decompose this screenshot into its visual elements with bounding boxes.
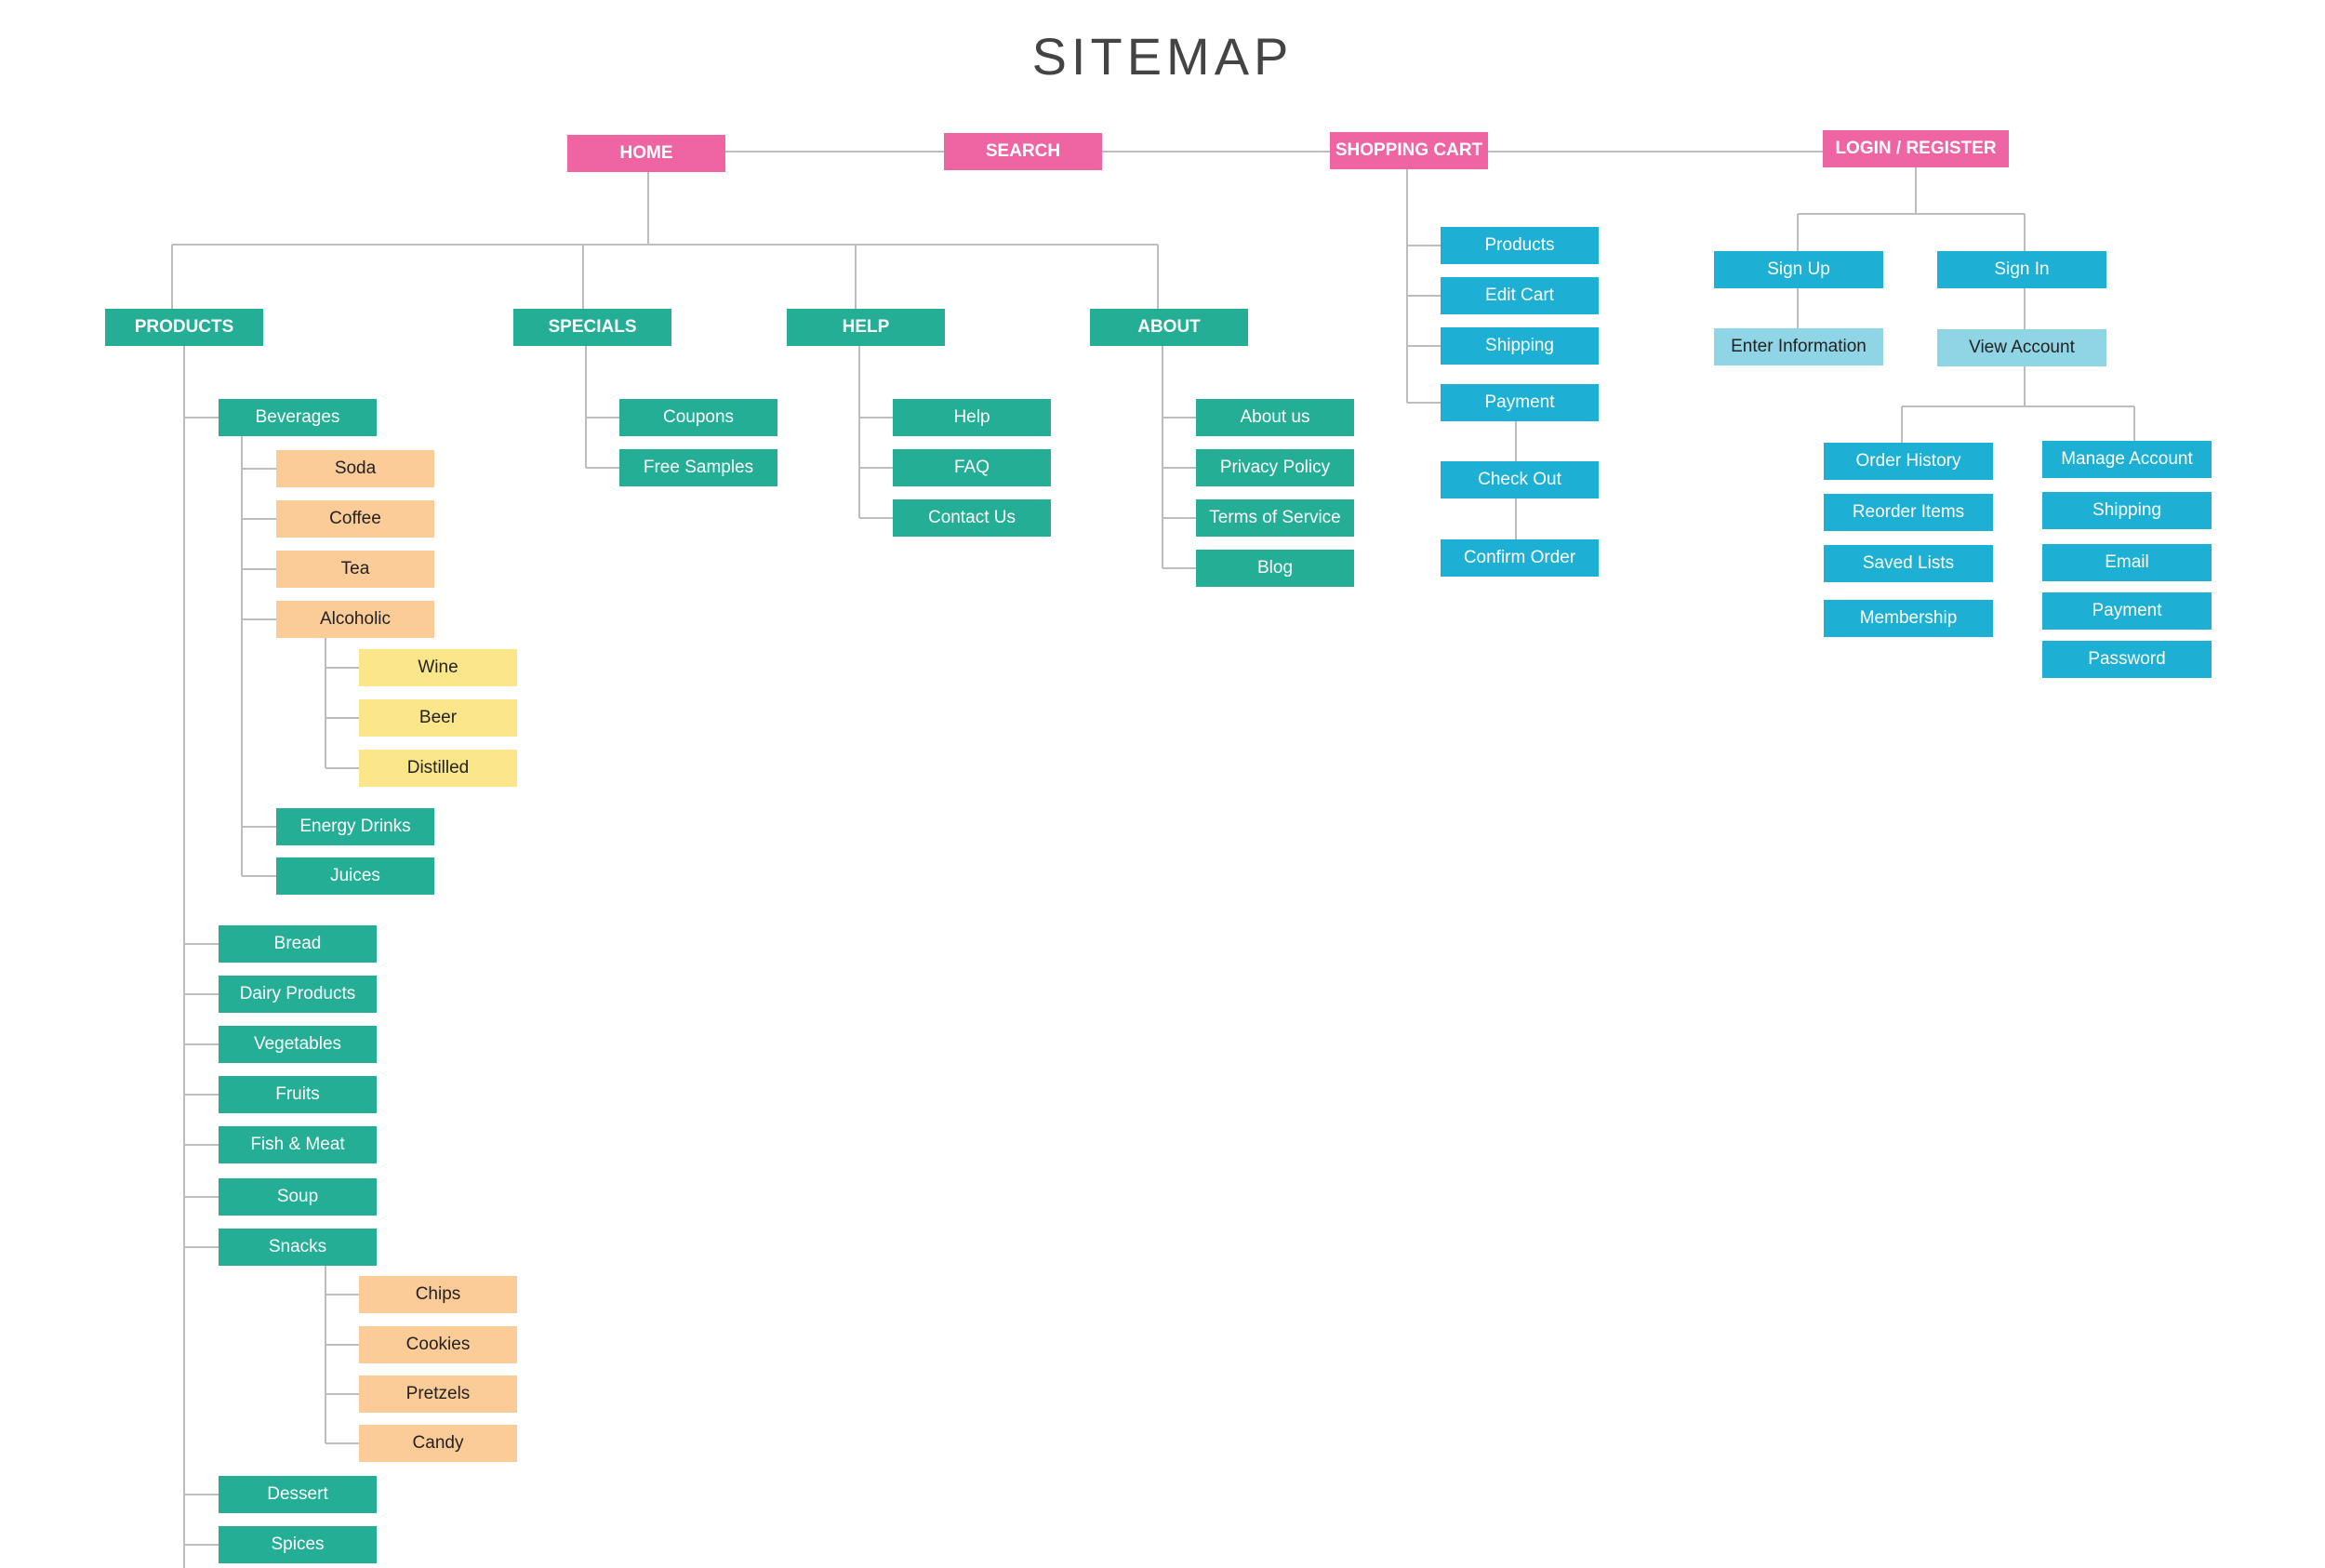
fruits-node[interactable]: Fruits	[219, 1076, 377, 1113]
products-node[interactable]: PRODUCTS	[105, 309, 263, 346]
dairy-products-node[interactable]: Dairy Products	[219, 976, 377, 1013]
chips-node[interactable]: Chips	[359, 1276, 517, 1313]
view-account-node[interactable]: View Account	[1937, 329, 2106, 366]
coffee-node[interactable]: Coffee	[276, 500, 434, 538]
about-us-node[interactable]: About us	[1196, 399, 1354, 436]
bread-node[interactable]: Bread	[219, 925, 377, 963]
manage-account-node[interactable]: Manage Account	[2042, 441, 2212, 478]
email-node[interactable]: Email	[2042, 544, 2212, 581]
blog-node[interactable]: Blog	[1196, 550, 1354, 587]
membership-node[interactable]: Membership	[1824, 600, 1993, 637]
login-register-node[interactable]: LOGIN / REGISTER	[1823, 130, 2009, 167]
candy-node[interactable]: Candy	[359, 1425, 517, 1462]
saved-lists-node[interactable]: Saved Lists	[1824, 545, 1993, 582]
beverages-node[interactable]: Beverages	[219, 399, 377, 436]
free-samples-node[interactable]: Free Samples	[619, 449, 777, 486]
sign-up-node[interactable]: Sign Up	[1714, 251, 1883, 288]
pretzels-node[interactable]: Pretzels	[359, 1375, 517, 1413]
edit-cart-node[interactable]: Edit Cart	[1441, 277, 1599, 314]
cart-payment-node[interactable]: Payment	[1441, 384, 1599, 421]
cart-shipping-node[interactable]: Shipping	[1441, 327, 1599, 365]
password-node[interactable]: Password	[2042, 641, 2212, 678]
spices-node[interactable]: Spices	[219, 1526, 377, 1563]
distilled-node[interactable]: Distilled	[359, 750, 517, 787]
wine-node[interactable]: Wine	[359, 649, 517, 686]
specials-node[interactable]: SPECIALS	[513, 309, 671, 346]
sign-in-node[interactable]: Sign In	[1937, 251, 2106, 288]
juices-node[interactable]: Juices	[276, 857, 434, 895]
contact-us-node[interactable]: Contact Us	[893, 499, 1051, 537]
search-node[interactable]: SEARCH	[944, 133, 1102, 170]
dessert-node[interactable]: Dessert	[219, 1476, 377, 1513]
enter-information-node[interactable]: Enter Information	[1714, 328, 1883, 365]
terms-of-service-node[interactable]: Terms of Service	[1196, 499, 1354, 537]
confirm-order-node[interactable]: Confirm Order	[1441, 539, 1599, 577]
faq-node[interactable]: FAQ	[893, 449, 1051, 486]
soup-node[interactable]: Soup	[219, 1178, 377, 1216]
vegetables-node[interactable]: Vegetables	[219, 1026, 377, 1063]
about-node[interactable]: ABOUT	[1090, 309, 1248, 346]
alcoholic-node[interactable]: Alcoholic	[276, 601, 434, 638]
login-payment-node[interactable]: Payment	[2042, 592, 2212, 630]
snacks-node[interactable]: Snacks	[219, 1229, 377, 1266]
soda-node[interactable]: Soda	[276, 450, 434, 487]
check-out-node[interactable]: Check Out	[1441, 461, 1599, 498]
tea-node[interactable]: Tea	[276, 551, 434, 588]
energy-drinks-node[interactable]: Energy Drinks	[276, 808, 434, 845]
beer-node[interactable]: Beer	[359, 699, 517, 737]
cart-products-node[interactable]: Products	[1441, 227, 1599, 264]
help-item-node[interactable]: Help	[893, 399, 1051, 436]
order-history-node[interactable]: Order History	[1824, 443, 1993, 480]
fish-meat-node[interactable]: Fish & Meat	[219, 1126, 377, 1163]
shopping-cart-node[interactable]: SHOPPING CART	[1330, 132, 1488, 169]
reorder-items-node[interactable]: Reorder Items	[1824, 494, 1993, 531]
help-node[interactable]: HELP	[787, 309, 945, 346]
login-shipping-node[interactable]: Shipping	[2042, 492, 2212, 529]
home-node[interactable]: HOME	[567, 135, 725, 172]
privacy-policy-node[interactable]: Privacy Policy	[1196, 449, 1354, 486]
page-title: SITEMAP	[1031, 27, 1294, 86]
coupons-node[interactable]: Coupons	[619, 399, 777, 436]
cookies-node[interactable]: Cookies	[359, 1326, 517, 1363]
